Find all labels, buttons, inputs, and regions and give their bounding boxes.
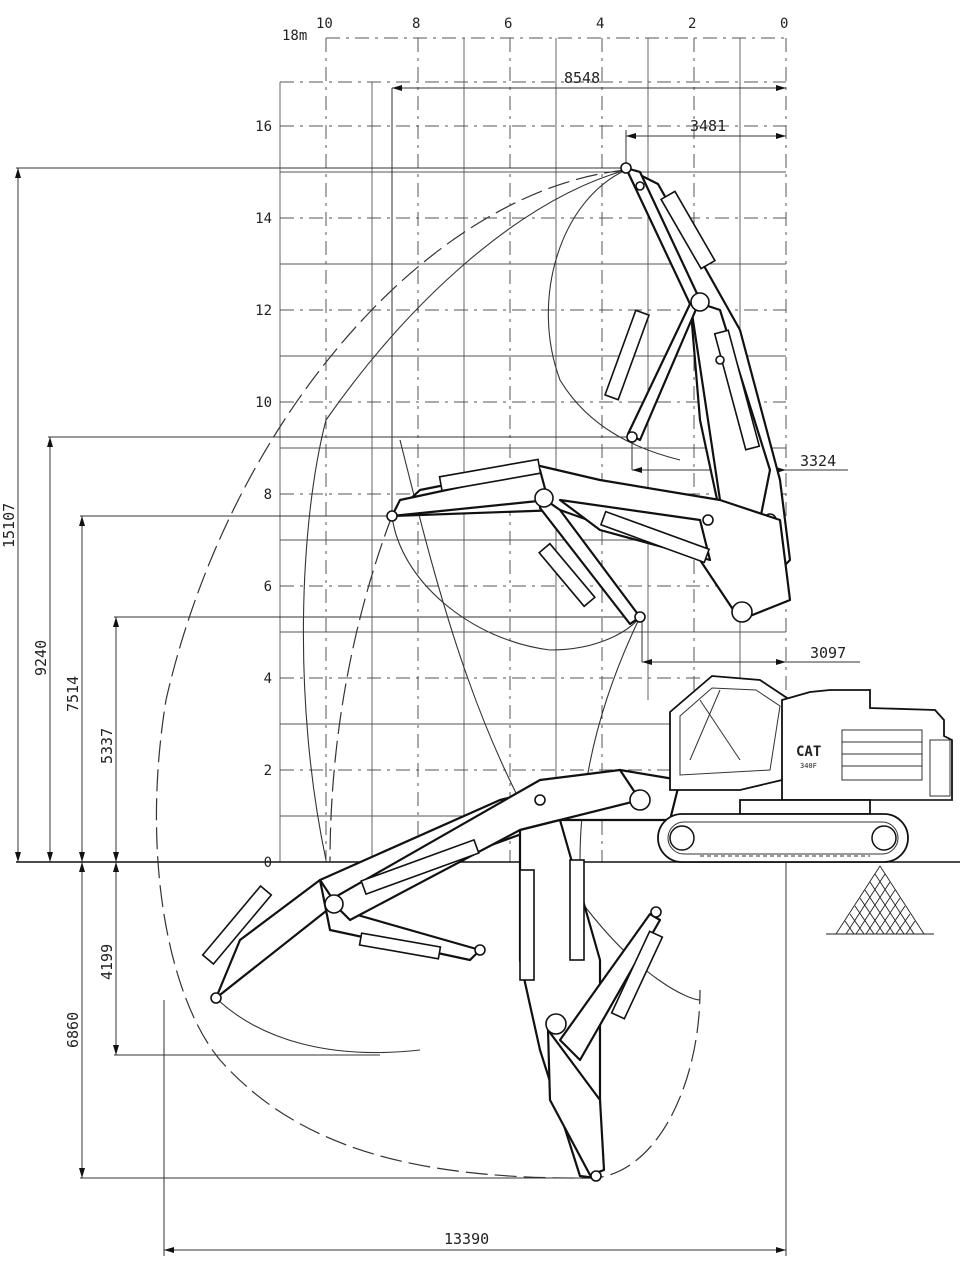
dim-8548: 8548: [564, 69, 600, 87]
dim-7514: 7514: [64, 676, 82, 712]
model-label: 340F: [800, 762, 817, 770]
dim-4199: 4199: [98, 944, 116, 980]
left-axis-tick: 16: [255, 119, 272, 135]
left-axis-tick: 10: [255, 395, 272, 411]
dim-3097: 3097: [810, 644, 846, 662]
left-axis: 16 14 12 10 8 6 4 2 0: [255, 119, 272, 871]
dim-6860: 6860: [64, 1012, 82, 1048]
top-axis-unit: 18m: [282, 28, 307, 44]
dimension-lines: [15, 85, 860, 1256]
left-axis-tick: 14: [255, 211, 272, 227]
dim-15107: 15107: [0, 503, 18, 548]
left-axis-tick: 8: [264, 487, 272, 503]
left-axis-tick: 2: [264, 763, 272, 779]
dim-5337: 5337: [98, 728, 116, 764]
arm-position-vertical-down: [518, 794, 664, 1182]
top-axis-tick: 6: [504, 16, 512, 32]
top-axis-tick: 4: [596, 16, 604, 32]
excavator-body: CAT 340F: [657, 675, 953, 863]
brand-logo: CAT: [796, 744, 821, 760]
top-axis-tick: 0: [780, 16, 788, 32]
left-axis-tick: 6: [264, 579, 272, 595]
dim-3324: 3324: [800, 452, 836, 470]
dim-3481: 3481: [690, 117, 726, 135]
reach-arcs: [155, 169, 701, 1179]
left-axis-tick: 12: [255, 303, 272, 319]
top-axis-tick: 8: [412, 16, 420, 32]
top-axis-tick: 2: [688, 16, 696, 32]
arm-position-lowered: [201, 768, 682, 1004]
left-axis-tick: 4: [264, 671, 272, 687]
dim-13390: 13390: [444, 1230, 489, 1248]
top-axis-tick: 10: [316, 16, 333, 32]
arm-position-horizontal: [386, 458, 792, 626]
left-axis-tick: 0: [264, 855, 272, 871]
top-axis: 18m 10 8 6 4 2 0: [282, 16, 788, 44]
ground-hatch: [826, 865, 934, 935]
dim-9240: 9240: [32, 640, 50, 676]
dimension-labels: 8548 3481 3324 3097 13390 15107 9240 751…: [0, 69, 846, 1248]
